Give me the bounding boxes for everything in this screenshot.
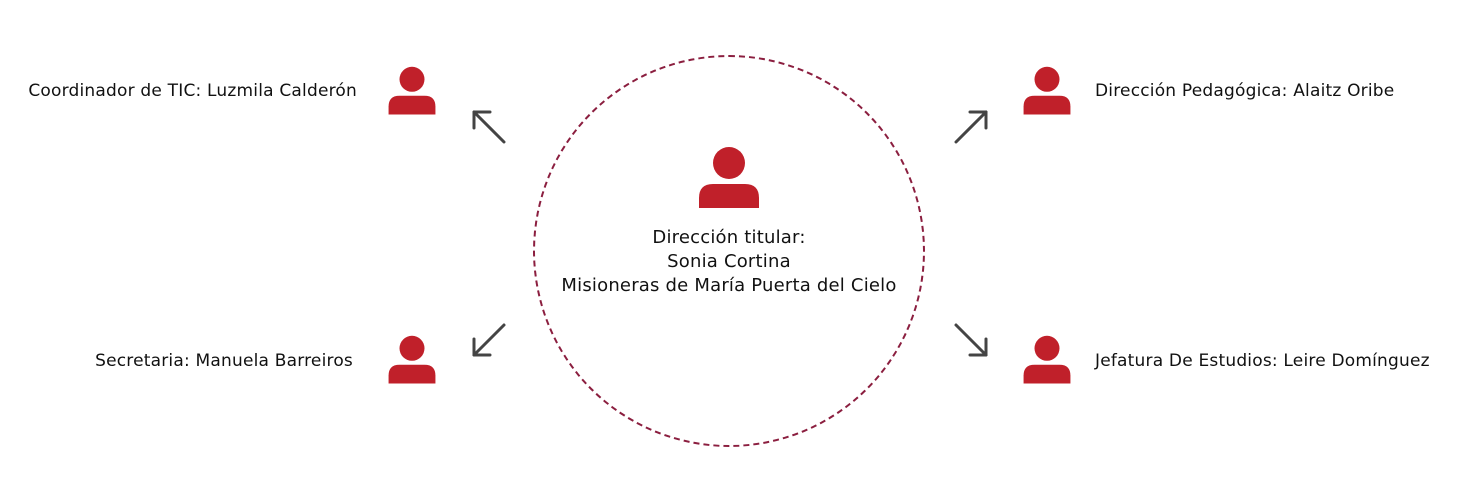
arrow-up-left-icon <box>472 110 506 144</box>
person-icon <box>1023 66 1071 115</box>
person-icon <box>1023 335 1071 384</box>
person-icon <box>388 66 436 115</box>
node-label-tic-coordinator: Coordinador de TIC: Luzmila Calderón <box>28 81 357 101</box>
person-icon <box>388 335 436 384</box>
center-label: Dirección titular: Sonia Cortina Misione… <box>533 226 925 298</box>
arrow-down-right-icon <box>954 323 988 357</box>
center-dashed-circle <box>533 55 925 447</box>
node-label-head-of-studies: Jefatura De Estudios: Leire Domínguez <box>1095 351 1430 371</box>
arrow-down-left-icon <box>472 323 506 357</box>
node-label-pedagogical-direction: Dirección Pedagógica: Alaitz Oribe <box>1095 81 1395 101</box>
person-icon <box>699 147 759 208</box>
node-label-secretary: Secretaria: Manuela Barreiros <box>95 351 353 371</box>
center-name: Sonia Cortina <box>667 251 791 272</box>
center-organization: Misioneras de María Puerta del Cielo <box>561 275 897 296</box>
arrow-up-right-icon <box>954 110 988 144</box>
center-title: Dirección titular: <box>652 227 806 248</box>
